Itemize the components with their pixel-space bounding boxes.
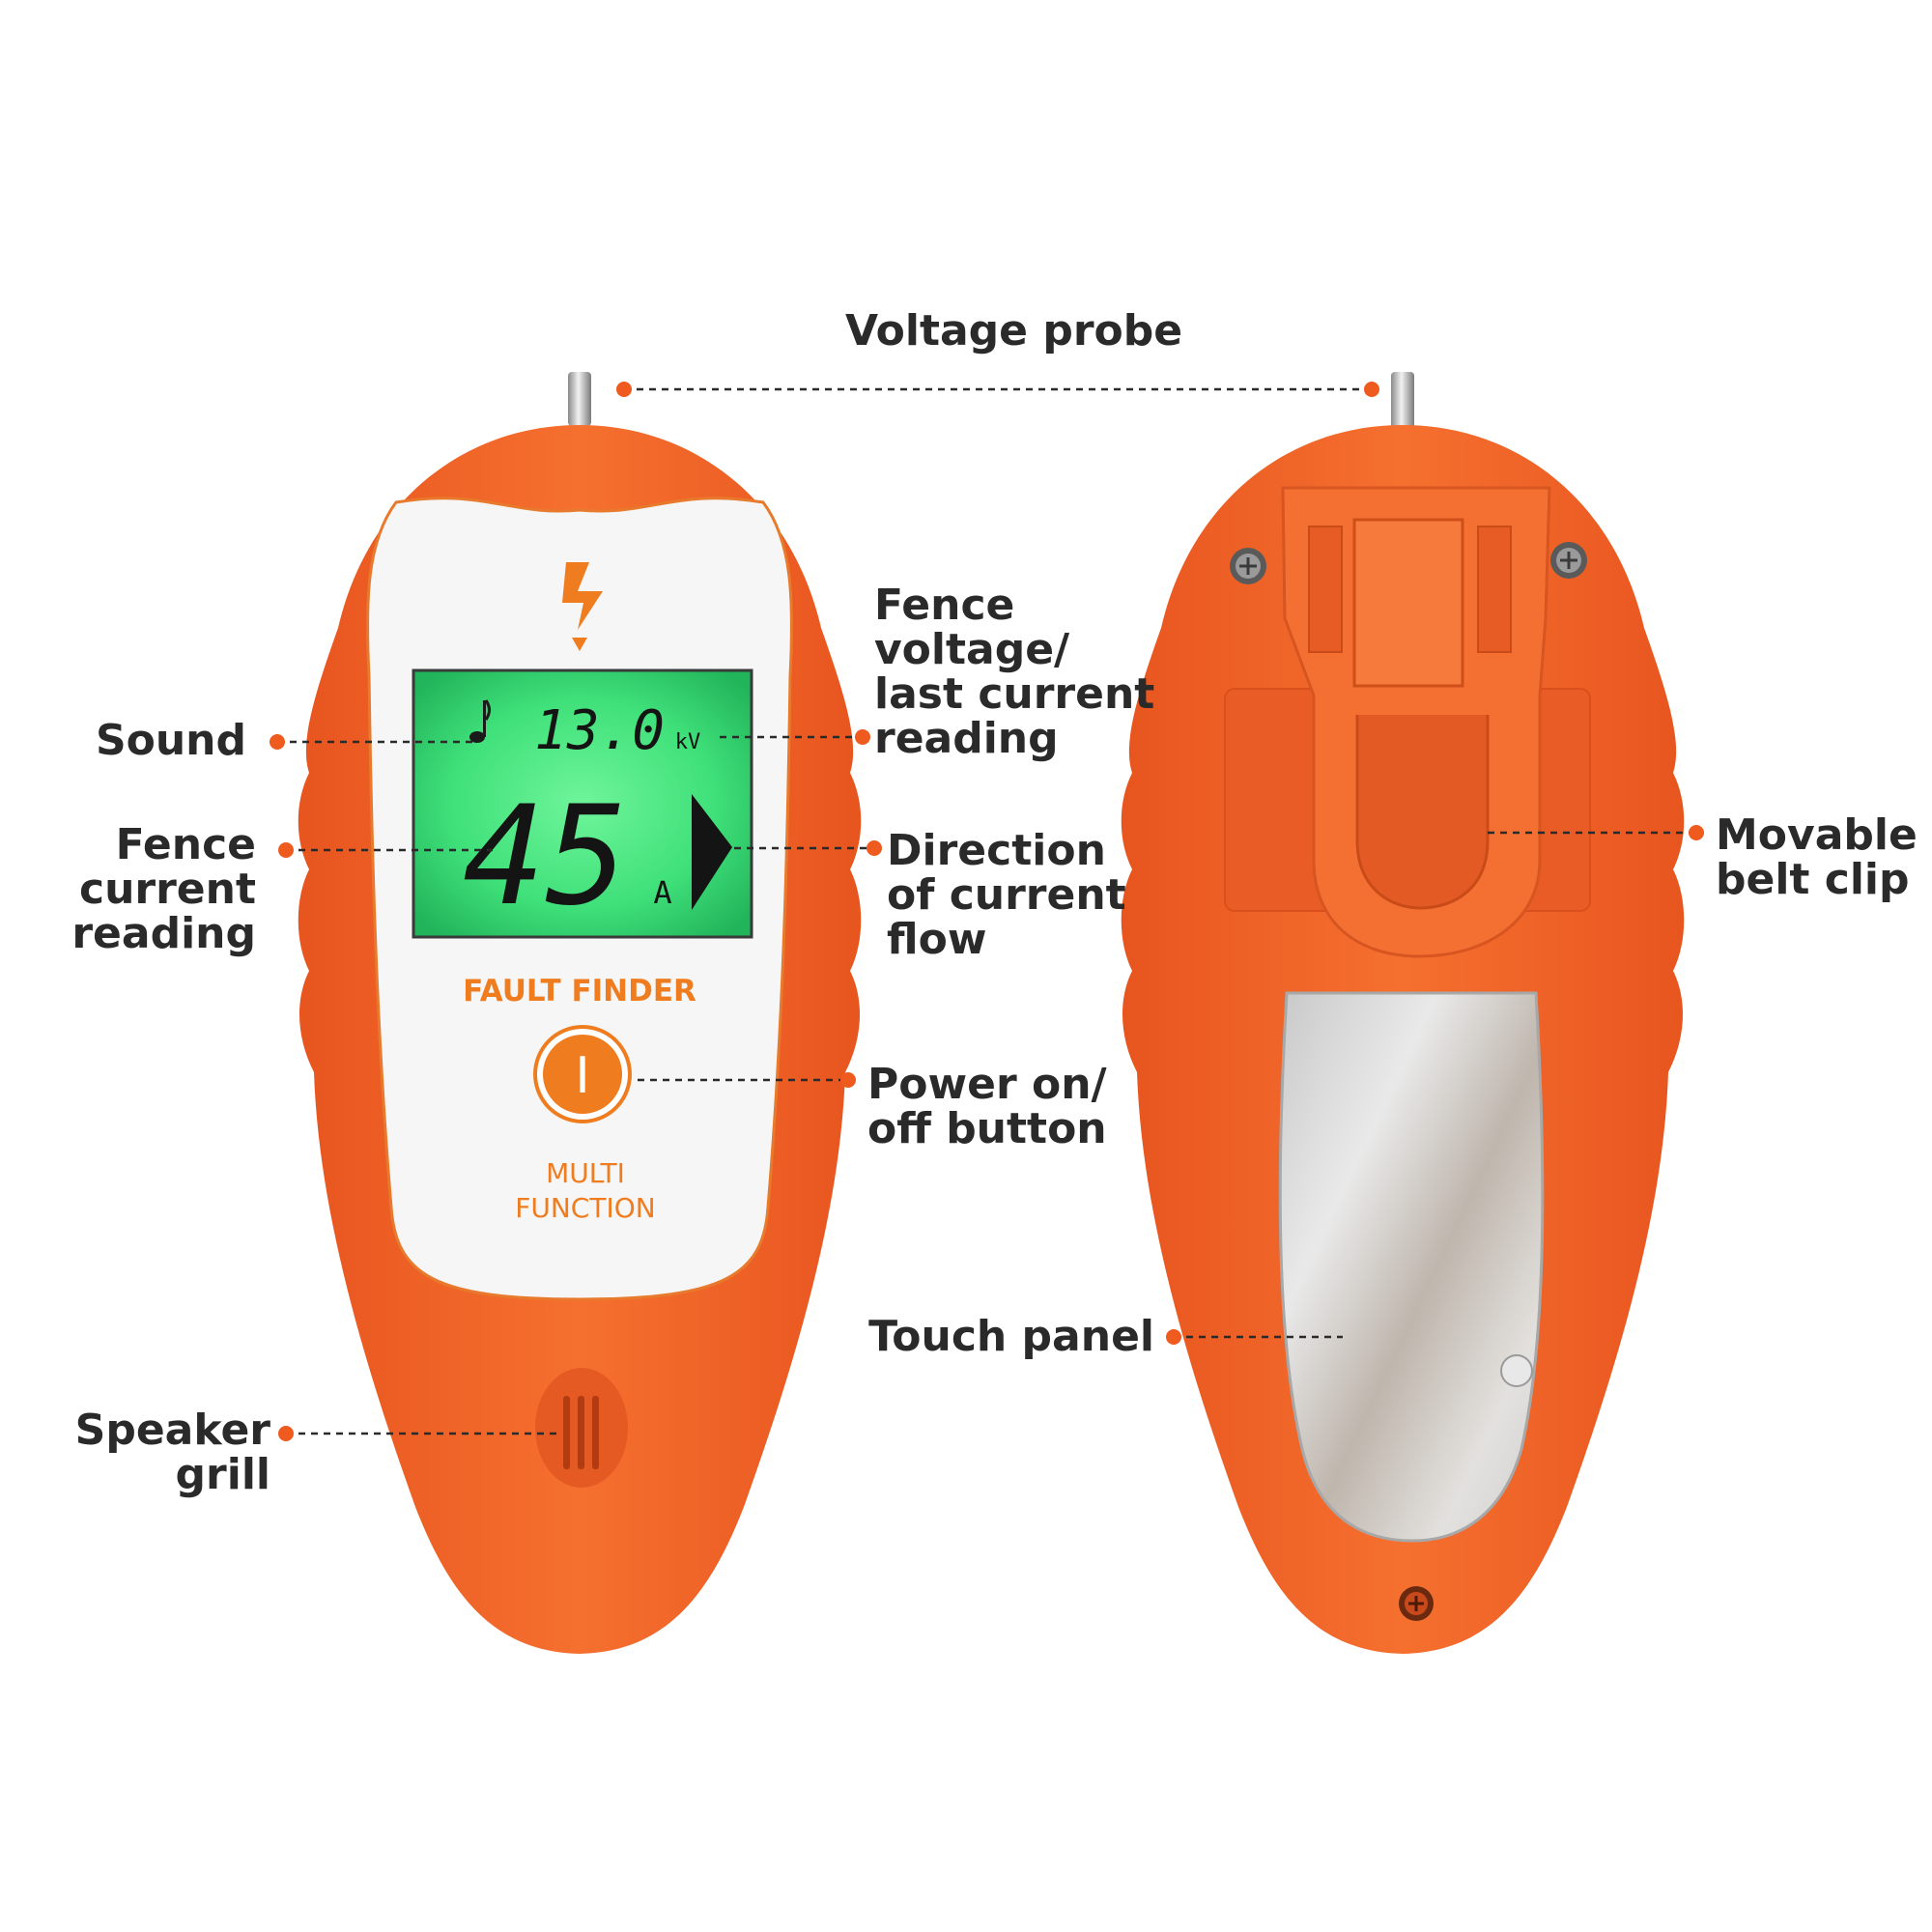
lcd-main-unit: A [653,874,671,911]
music-note-icon [469,699,491,743]
dot-touch-panel [1166,1329,1181,1345]
label-speaker-grill: Speaker grill [74,1406,270,1499]
speaker-grill [535,1368,628,1488]
power-symbol: I [575,1047,589,1105]
screw-top-right [1550,542,1587,579]
front-device: 13.0 kV 45 A FAULT FINDER I MULTI FUNCTI… [298,372,862,1654]
mode-text-line1: MULTI [546,1157,625,1189]
dot-voltage-probe-right [1364,382,1379,397]
voltage-probe-front [568,372,591,426]
touch-panel[interactable] [1278,991,1545,1543]
leader-lines [277,387,1696,1435]
lcd-top-unit: kV [675,730,701,754]
label-sound: Sound [95,716,246,765]
screw-top-left [1230,548,1266,584]
label-voltage-probe: Voltage probe [845,306,1183,355]
label-direction: Direction of current flow [887,826,1126,964]
power-button[interactable]: I [533,1025,632,1123]
dot-power-button [840,1072,856,1088]
label-movable-belt-clip: Movable belt clip [1716,810,1918,904]
back-device [1121,372,1685,1654]
mode-text-line2: FUNCTION [515,1192,655,1224]
leader-dots [270,382,1704,1441]
dot-fence-current [278,842,294,858]
label-fence-current: Fence current reading [71,820,256,958]
touch-panel-rivet [1500,1354,1533,1387]
lcd-top-value: 13.0 [534,699,665,762]
label-fence-voltage: Fence voltage/ last current reading [874,581,1155,763]
brand-text: FAULT FINDER [463,974,696,1009]
label-touch-panel: Touch panel [868,1312,1154,1361]
dot-voltage-probe-left [616,382,632,397]
lcd-main-value: 45 [463,777,628,936]
dot-sound [270,734,285,750]
right-triangle-icon [692,794,732,910]
belt-clip[interactable] [1281,486,1551,958]
dot-fence-voltage [855,729,870,745]
label-power-button: Power on/ off button [867,1060,1107,1153]
lightning-bolt-icon [562,562,603,651]
dot-direction [867,840,882,856]
dot-speaker-grill [278,1426,294,1441]
screw-bottom [1399,1586,1434,1621]
dot-belt-clip [1689,825,1704,840]
